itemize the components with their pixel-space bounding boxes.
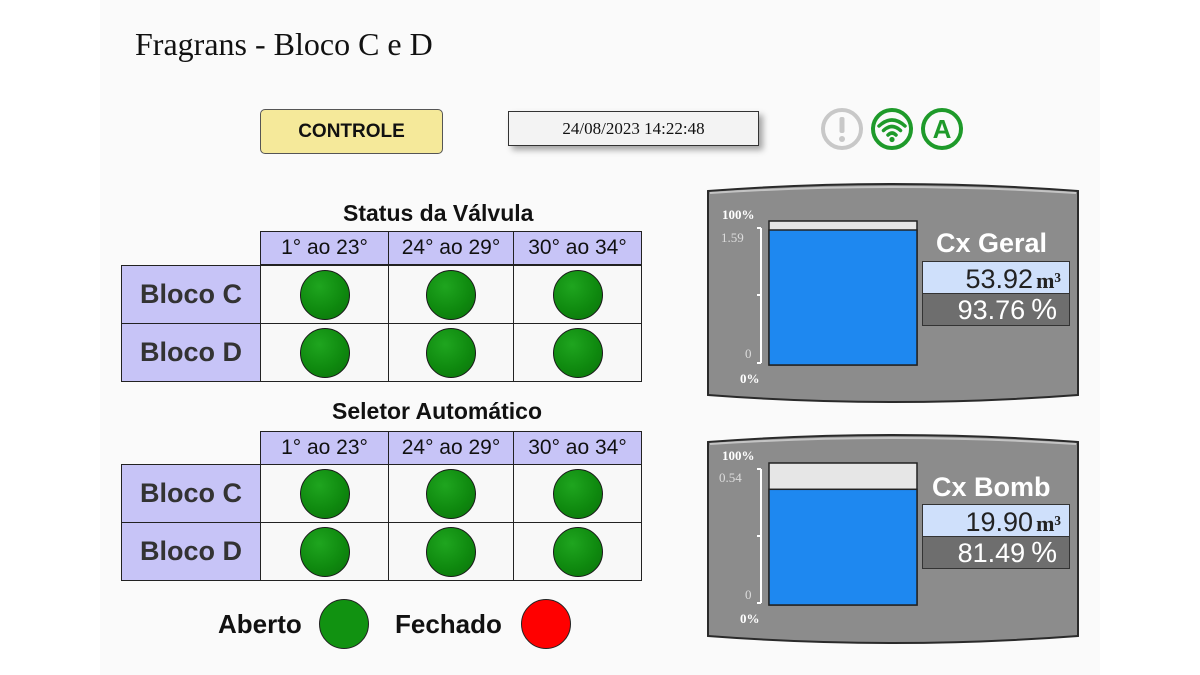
page-title: Fragrans - Bloco C e D: [135, 26, 433, 62]
selector-cell: [260, 522, 389, 581]
tank-axis-min: 0: [745, 587, 752, 602]
valve-status-lamp: [299, 269, 350, 320]
tank-percent-unit: %: [1031, 537, 1057, 569]
valve-status-lamp: [552, 269, 603, 320]
selector-status-lamp: [299, 468, 350, 519]
valve-cell: [260, 265, 389, 324]
valve-cell: [388, 265, 514, 324]
legend-closed-label: Fechado: [395, 609, 502, 639]
selector-row-header-bloco-d: Bloco D: [121, 522, 261, 581]
selector-cell: [513, 522, 642, 581]
tank-level-fill: [768, 229, 918, 366]
selector-status-lamp: [299, 526, 350, 577]
tank-level-fill: [768, 488, 918, 606]
selector-row-header-bloco-c: Bloco C: [121, 464, 261, 523]
tank-name: Cx Bomb: [932, 472, 1051, 502]
valve-col-header-1: 1° ao 23°: [260, 231, 389, 265]
selector-cell: [388, 464, 514, 523]
legend-open-label: Aberto: [218, 609, 302, 639]
auto-mode-letter: A: [933, 114, 952, 144]
valve-cell: [513, 323, 642, 382]
tank-scale-top: 100%: [722, 207, 755, 222]
tank-body: [707, 434, 1079, 644]
tank-percent-display: 93.76 %: [922, 293, 1070, 326]
tank-axis-min: 0: [745, 346, 752, 361]
wifi-icon[interactable]: [870, 107, 914, 151]
legend-open-lamp: [319, 599, 369, 649]
valve-status-lamp: [426, 327, 476, 378]
valve-cell: [260, 323, 389, 382]
tank-volume-display: 53.92 m³: [922, 261, 1070, 294]
selector-status-lamp: [552, 526, 603, 577]
valve-col-header-3: 30° ao 34°: [513, 231, 642, 265]
tank-percent-value: 93.76: [957, 295, 1026, 325]
tank-panel-cx-bomb: 100% 0.54 0 0% Cx Bomb 19.90 m³ 81.49 %: [707, 432, 1079, 656]
tank-axis-max: 1.59: [721, 230, 744, 245]
valve-status-title: Status da Válvula: [343, 200, 534, 226]
tank-body: [707, 183, 1079, 403]
tank-scale-bottom: 0%: [740, 611, 760, 626]
selector-cell: [388, 522, 514, 581]
tank-volume-value: 53.92: [965, 264, 1034, 294]
tank-name: Cx Geral: [936, 228, 1048, 258]
valve-cell: [388, 323, 514, 382]
controle-button[interactable]: CONTROLE: [260, 109, 443, 154]
selector-col-header-2: 24° ao 29°: [388, 431, 514, 465]
valve-status-lamp: [552, 327, 603, 378]
valve-status-lamp: [426, 269, 476, 320]
selector-col-header-3: 30° ao 34°: [513, 431, 642, 465]
legend-closed-lamp: [521, 599, 571, 649]
valve-status-lamp: [299, 327, 350, 378]
alert-icon[interactable]: [820, 107, 864, 151]
tank-volume-display: 19.90 m³: [922, 504, 1070, 537]
auto-mode-icon[interactable]: A: [920, 107, 964, 151]
tank-volume-value: 19.90: [965, 507, 1034, 537]
tank-percent-unit: %: [1031, 294, 1057, 326]
selector-cell: [513, 464, 642, 523]
tank-scale-top: 100%: [722, 448, 755, 463]
datetime-display: 24/08/2023 14:22:48: [508, 111, 759, 146]
valve-cell: [513, 265, 642, 324]
selector-status-lamp: [552, 468, 603, 519]
valve-row-header-bloco-d: Bloco D: [121, 323, 261, 382]
selector-status-lamp: [426, 526, 476, 577]
selector-status-lamp: [426, 468, 476, 519]
selector-col-header-1: 1° ao 23°: [260, 431, 389, 465]
tank-volume-unit: m³: [1036, 268, 1061, 293]
tank-scale-bottom: 0%: [740, 371, 760, 386]
tank-axis-max: 0.54: [719, 470, 742, 485]
tank-volume-unit: m³: [1036, 511, 1061, 536]
valve-row-header-bloco-c: Bloco C: [121, 265, 261, 324]
valve-col-header-2: 24° ao 29°: [388, 231, 514, 265]
tank-percent-display: 81.49 %: [922, 536, 1070, 569]
tank-panel-cx-geral: 100% 1.59 0 0% Cx Geral 53.92 m³ 93.76 %: [707, 181, 1079, 405]
auto-selector-title: Seletor Automático: [332, 398, 543, 424]
selector-cell: [260, 464, 389, 523]
tank-percent-value: 81.49: [957, 538, 1026, 568]
